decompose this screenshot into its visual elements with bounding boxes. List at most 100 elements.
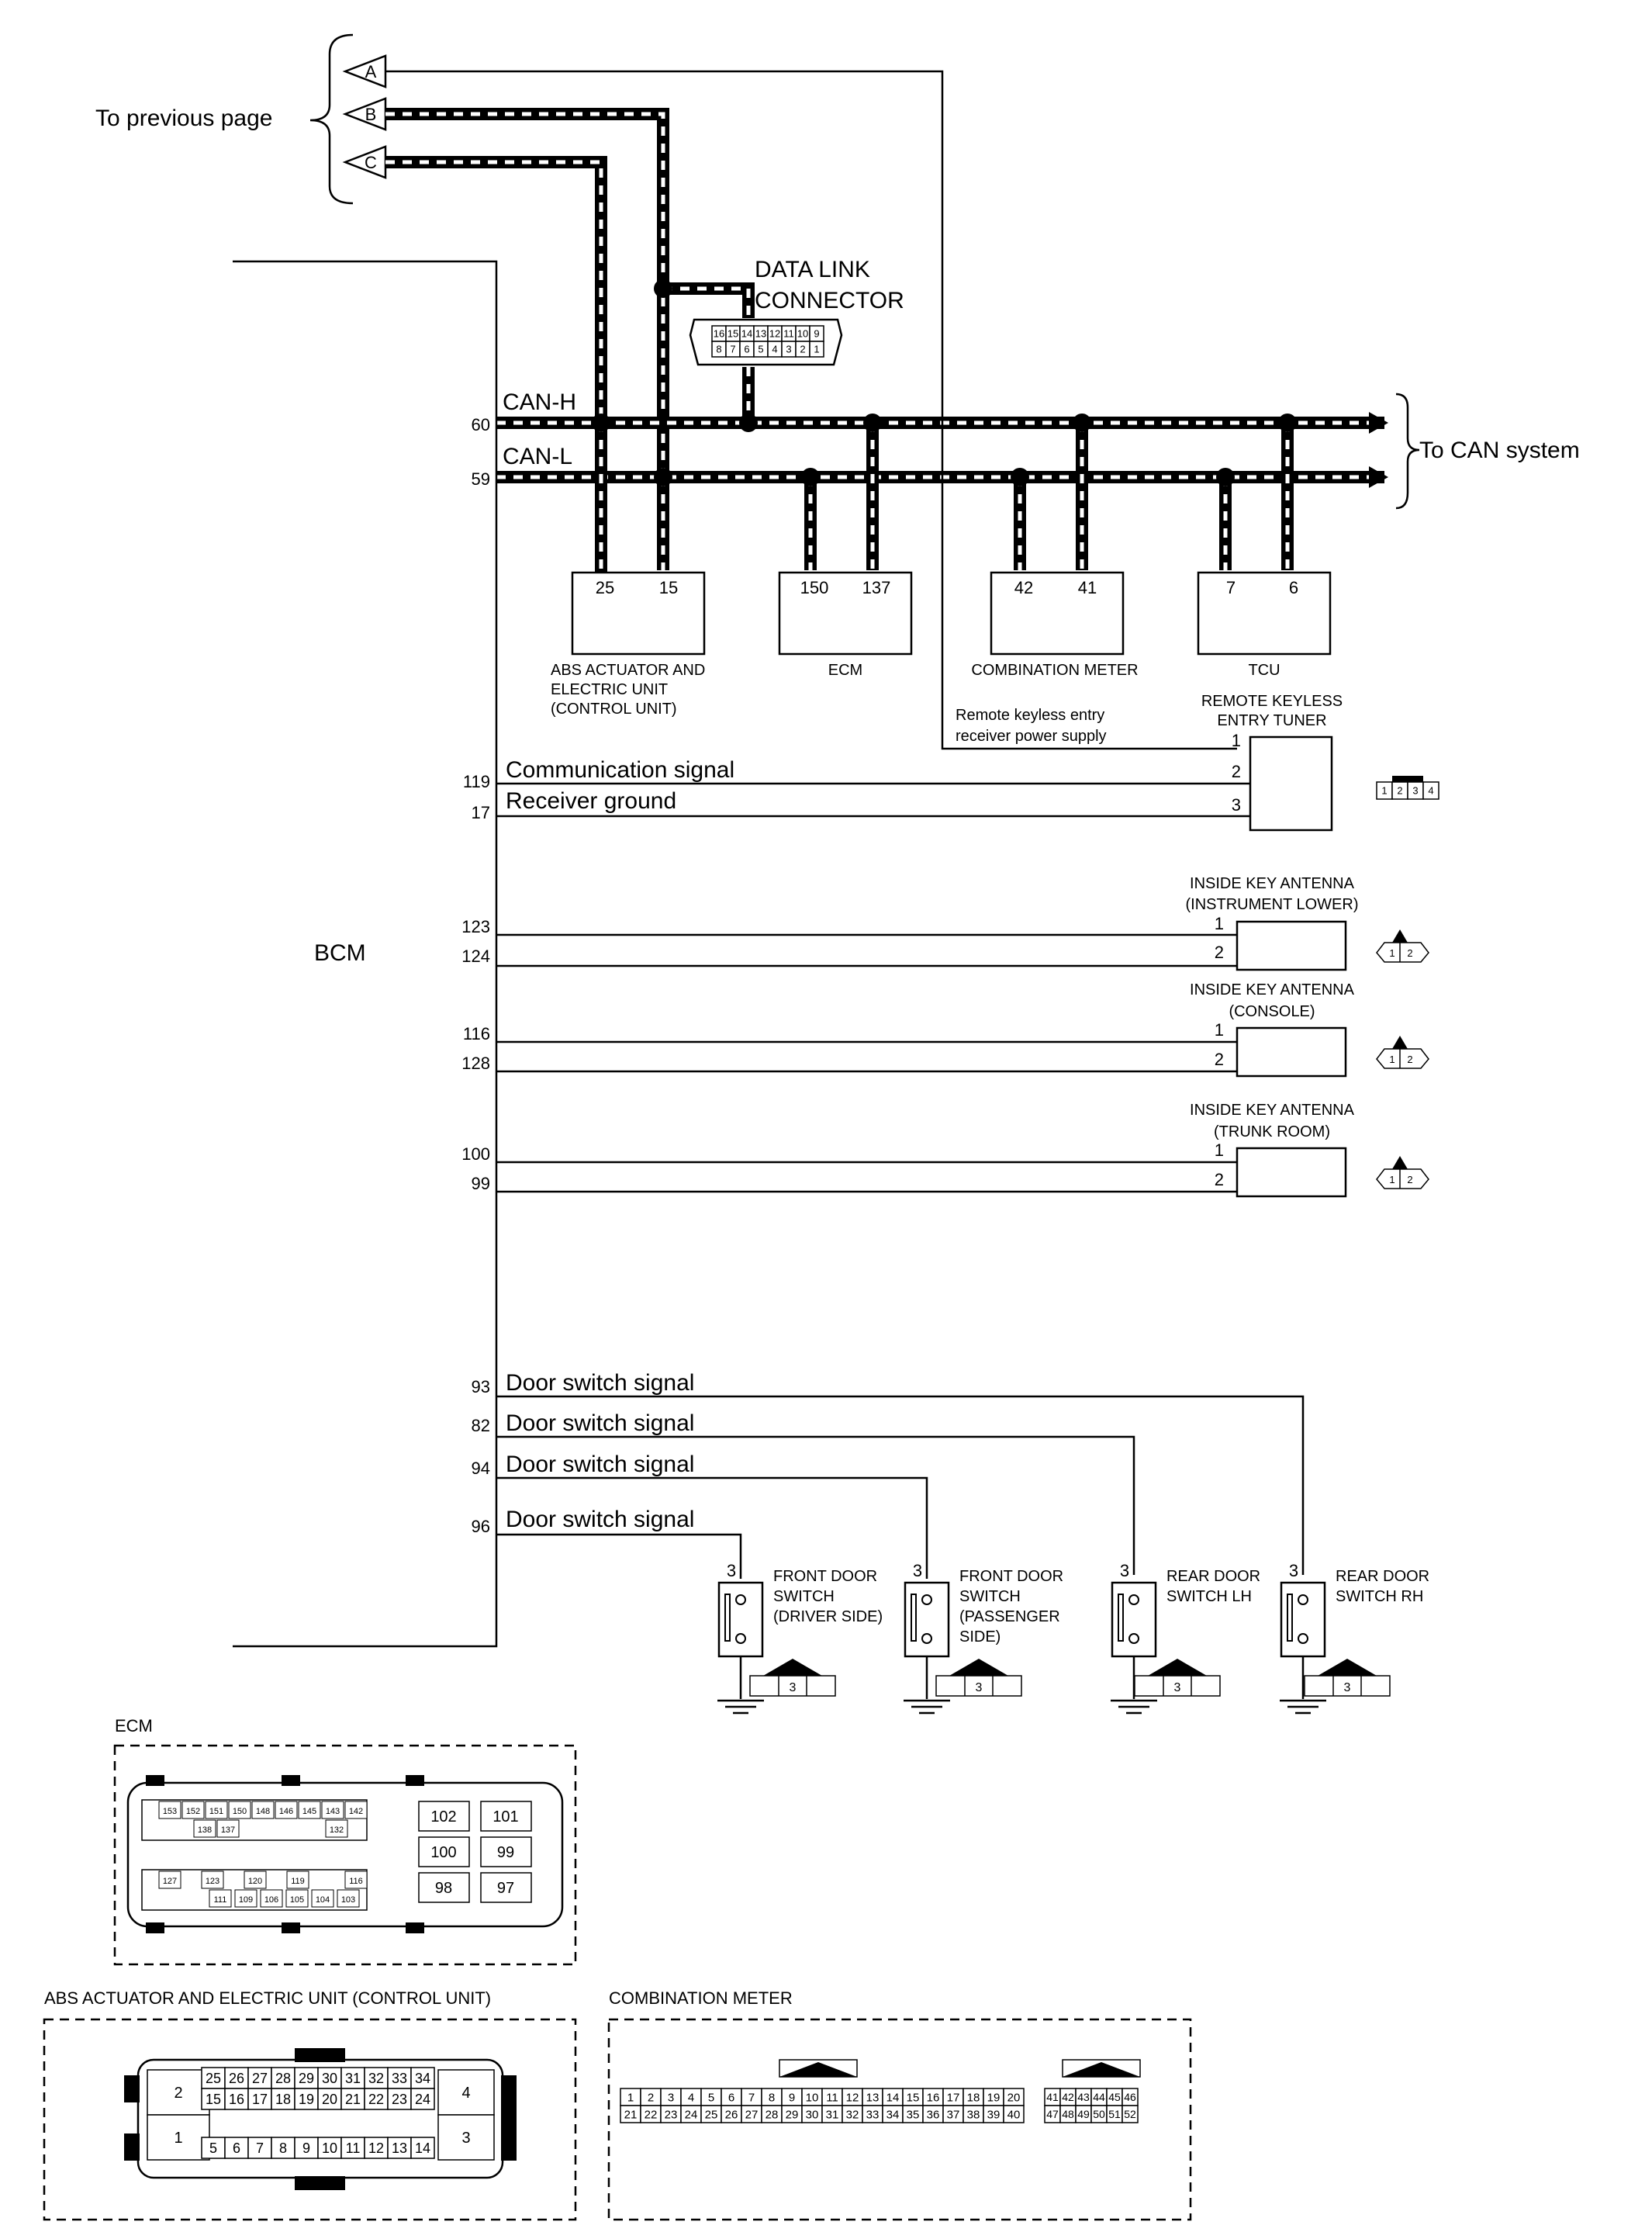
ecm-face-pin: 105 <box>290 1895 304 1905</box>
tcu-name: TCU <box>1248 662 1280 679</box>
ecm-face-pin: 150 <box>233 1807 247 1816</box>
abs-face-pin: 6 <box>233 2140 240 2156</box>
meter-face-pin: 42 <box>1062 2091 1074 2103</box>
bcm-pin-128: 128 <box>461 1054 490 1073</box>
meter-unit: 42 41 COMBINATION METER <box>971 571 1139 679</box>
door-signal-label-96: Door switch signal <box>506 1507 694 1532</box>
rke-tuner-box <box>1249 735 1333 832</box>
ecm-face-pin: 123 <box>206 1877 219 1886</box>
ecm-pin-137: 137 <box>862 578 891 597</box>
rke-name-1: REMOTE KEYLESS <box>1201 693 1343 710</box>
rke-pin-1: 1 <box>1232 731 1241 750</box>
bcm-pin-124: 124 <box>461 946 490 966</box>
meter-face-pin: 18 <box>967 2091 980 2104</box>
meter-face-pin: 34 <box>886 2108 900 2121</box>
abs-face-pin: 23 <box>392 2092 407 2107</box>
abs-face-pin: 9 <box>302 2140 310 2156</box>
meter-face-pin: 44 <box>1093 2091 1105 2103</box>
dlc-pin: 14 <box>741 328 752 340</box>
ecm-face-pin: 106 <box>264 1895 278 1905</box>
meter-face-pin: 2 <box>648 2091 654 2104</box>
bcm-pin-116: 116 <box>463 1024 490 1043</box>
bcm-pin-numbers: 60 59 119 17 123 124 116 128 100 99 93 8… <box>461 415 490 1536</box>
dlc-pin: 2 <box>800 344 805 355</box>
meter-face-pin: 15 <box>907 2091 920 2104</box>
abs-face-pin: 17 <box>252 2092 268 2107</box>
dlc-label-1: DATA LINK <box>755 257 870 282</box>
ecm-face-pin: 138 <box>198 1825 212 1835</box>
abs-face-pin: 18 <box>275 2092 291 2107</box>
meter-face-title: COMBINATION METER <box>609 1988 793 2008</box>
antenna-connector-pin: 1 <box>1389 947 1395 959</box>
meter-face-pin: 40 <box>1007 2108 1021 2121</box>
dlc-pin: 16 <box>714 328 724 340</box>
abs-face-pin: 19 <box>299 2092 314 2107</box>
dlc-pin: 8 <box>716 344 721 355</box>
antenna-trunk-pin-1: 1 <box>1215 1140 1224 1160</box>
abs-unit: 25 15 ABS ACTUATOR AND ELECTRIC UNIT (CO… <box>551 571 705 718</box>
meter-face-pin: 7 <box>748 2091 755 2104</box>
rke-pin-3: 3 <box>1232 795 1241 815</box>
tcu-pin-7: 7 <box>1226 578 1236 597</box>
abs-face-pin: 15 <box>206 2092 221 2107</box>
meter-face-pin: 32 <box>846 2108 859 2121</box>
door-switch-name: SWITCH <box>773 1588 835 1605</box>
meter-face-pin: 11 <box>826 2091 838 2104</box>
ecm-face-pin: 109 <box>239 1895 253 1905</box>
meter-face-pin: 27 <box>745 2108 759 2121</box>
previous-page-brace <box>309 33 354 205</box>
meter-name: COMBINATION METER <box>971 662 1138 679</box>
abs-face-pin: 11 <box>346 2140 361 2156</box>
door-switch-name: SWITCH LH <box>1166 1588 1252 1605</box>
meter-face-pin: 20 <box>1007 2091 1021 2104</box>
ecm-face-pin: 148 <box>256 1807 270 1816</box>
ecm-name: ECM <box>828 662 862 679</box>
bcm-pin-17: 17 <box>472 803 490 822</box>
antenna-instrument: INSIDE KEY ANTENNA (INSTRUMENT LOWER) 1 … <box>496 875 1429 971</box>
antenna-console-pin-2: 2 <box>1215 1050 1224 1069</box>
bcm-outline <box>233 260 498 1648</box>
door-switch-pin: 3 <box>913 1561 922 1580</box>
abs-name-2: ELECTRIC UNIT <box>551 681 668 698</box>
abs-face-pin: 10 <box>322 2140 337 2156</box>
meter-face-pin: 28 <box>766 2108 779 2121</box>
door-switch-wiring: Door switch signal Door switch signal Do… <box>496 1370 1305 1579</box>
previous-page-connectors: A B C To previous page <box>95 33 387 205</box>
ecm-face-pin: 152 <box>186 1807 200 1816</box>
abs-face-pin: 12 <box>368 2140 384 2156</box>
bcm-pin-59: 59 <box>472 469 490 489</box>
ecm-face-pin: 153 <box>163 1807 177 1816</box>
bcm-pin-60: 60 <box>472 415 490 434</box>
rke-tuner: Remote keyless entry receiver power supp… <box>496 693 1439 832</box>
abs-face-view: ABS ACTUATOR AND ELECTRIC UNIT (CONTROL … <box>43 1988 577 2221</box>
meter-face-pin: 31 <box>826 2108 839 2121</box>
meter-face-pin: 36 <box>927 2108 940 2121</box>
antenna-connector-pin: 1 <box>1389 1054 1395 1065</box>
door-switch-name: FRONT DOOR <box>959 1568 1063 1585</box>
meter-face-pin: 45 <box>1108 2091 1121 2103</box>
door-connector-pin: 3 <box>1344 1681 1351 1694</box>
meter-face-pin: 5 <box>708 2091 714 2104</box>
dlc-pin: 13 <box>755 328 766 340</box>
door-switch-name: SWITCH <box>959 1588 1021 1605</box>
bcm-pin-123: 123 <box>461 917 490 936</box>
door-switch-name: (PASSENGER <box>959 1608 1060 1625</box>
abs-face-pin: 34 <box>415 2071 430 2086</box>
abs-face-pin: 27 <box>252 2071 268 2086</box>
meter-unit-box <box>990 571 1125 656</box>
ecm-face-pin: 143 <box>326 1807 340 1816</box>
abs-face-title: ABS ACTUATOR AND ELECTRIC UNIT (CONTROL … <box>44 1988 491 2008</box>
abs-pin-15: 15 <box>659 578 678 597</box>
abs-face-pin: 24 <box>415 2092 430 2107</box>
ecm-face-pin: 102 <box>430 1808 456 1825</box>
abs-face-pin: 31 <box>345 2071 361 2086</box>
ecm-face-pin: 142 <box>349 1807 363 1816</box>
